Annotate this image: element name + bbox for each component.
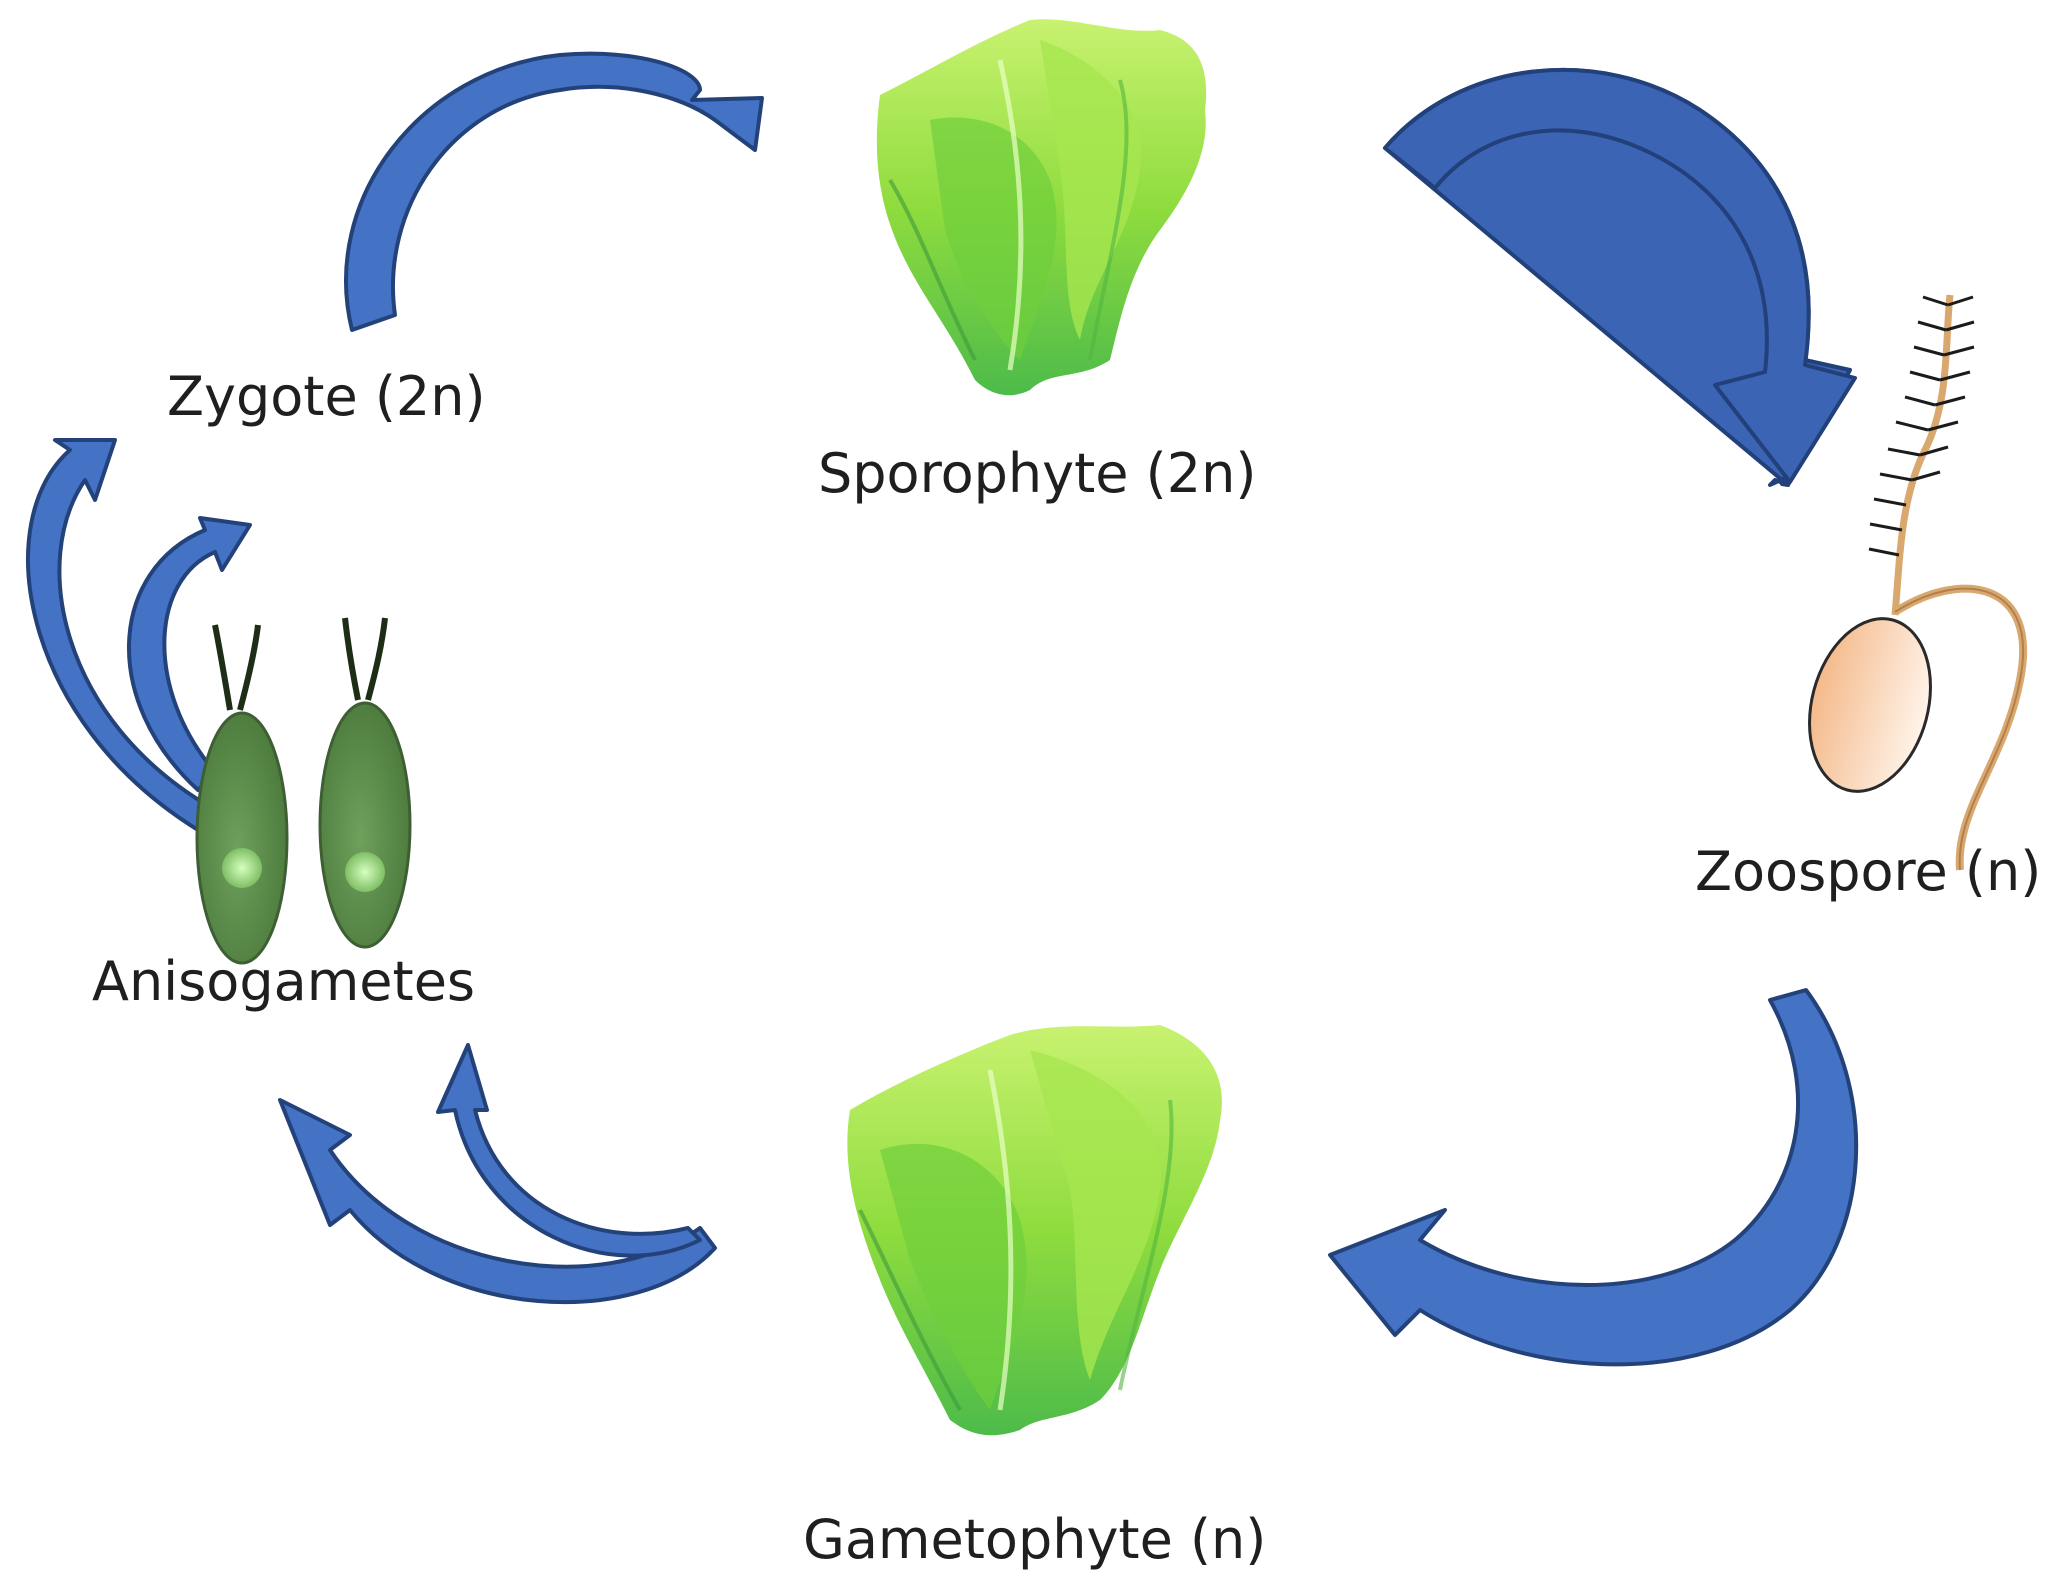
arrow-zygote-to-sporophyte-icon [344, 51, 764, 332]
arrow-gametophyte-to-anisogametes-inner-icon [436, 1043, 702, 1258]
label-sporophyte: Sporophyte (2n) [818, 442, 1257, 505]
arrow-anisogametes-to-zygote-inner-icon [127, 516, 252, 792]
anisogamete-left-icon [195, 624, 289, 965]
label-zygote: Zygote (2n) [167, 365, 486, 428]
label-gametophyte: Gametophyte (n) [803, 1508, 1267, 1571]
anisogamete-right-icon [318, 617, 412, 949]
sporophyte-thallus-icon [876, 19, 1207, 396]
zoospore-cell-icon [1808, 294, 2028, 871]
gametophyte-thallus-icon [847, 1025, 1222, 1436]
arrow-anisogametes-to-zygote-outer-icon [26, 438, 214, 832]
label-zoospore: Zoospore (n) [1695, 840, 2042, 903]
arrow-zoospore-to-gametophyte-icon [1328, 988, 1859, 1367]
arrow-gametophyte-to-anisogametes-outer-icon [278, 1098, 717, 1305]
arrow-sporophyte-to-zoospore-body-icon [1383, 67, 1857, 484]
label-anisogametes: Anisogametes [92, 950, 476, 1013]
